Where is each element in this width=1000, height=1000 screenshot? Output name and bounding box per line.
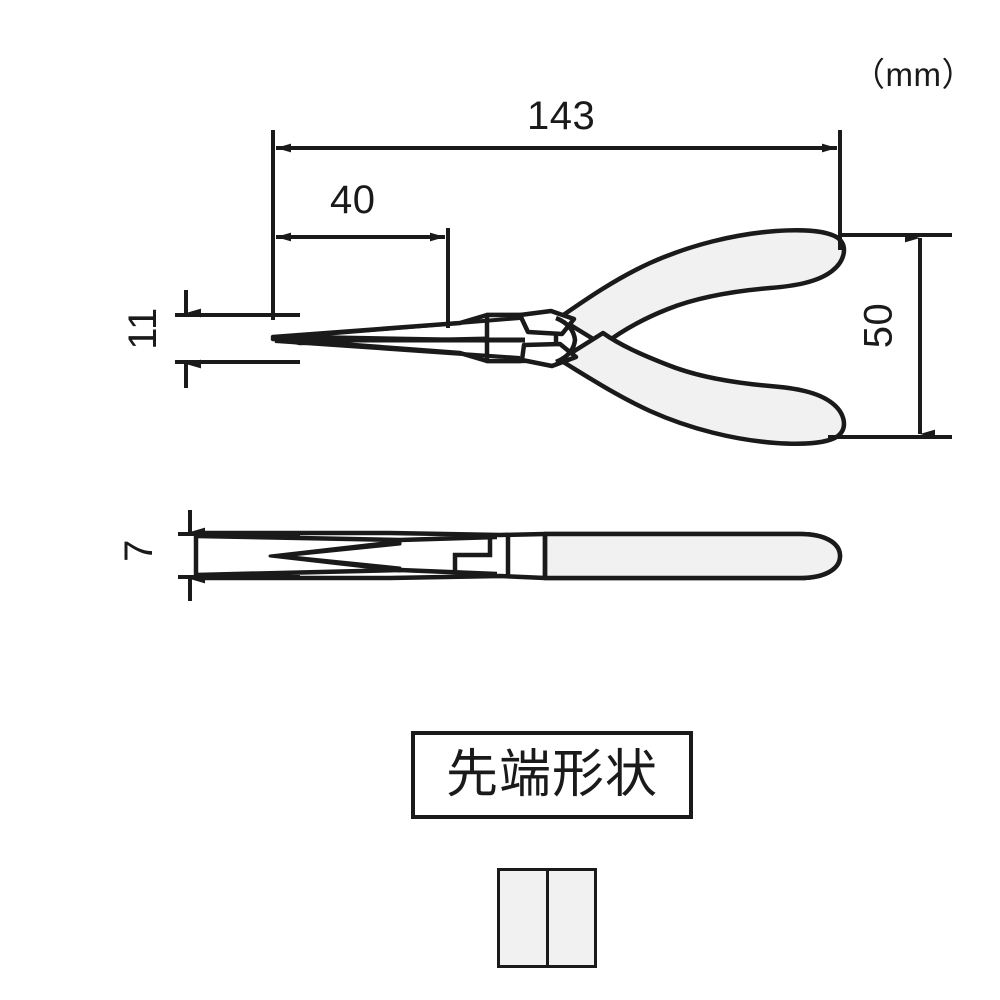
side-view <box>193 530 843 581</box>
dimension-50-value: 50 <box>856 302 901 349</box>
tip-swatch-right <box>545 868 597 968</box>
side-blade-upper <box>195 533 498 543</box>
dimension-40-value: 40 <box>330 178 376 222</box>
unit-label: （mm） <box>852 56 975 93</box>
lower-grip-handle <box>557 330 847 446</box>
dimension-11-value: 11 <box>120 307 165 350</box>
dimension-7-value: 7 <box>116 539 161 562</box>
upper-grip-handle <box>556 228 847 348</box>
dimension-50 <box>828 233 952 439</box>
tip-shape-label: 先端形状 <box>445 745 658 805</box>
dimension-40 <box>276 228 450 328</box>
tip-swatch-left <box>497 868 549 968</box>
tip-shape-box: 先端形状 <box>411 731 693 819</box>
front-view <box>270 228 847 446</box>
dimension-143-value: 143 <box>527 94 596 138</box>
dimension-11 <box>175 290 300 388</box>
side-blade-lower <box>195 567 498 578</box>
side-pivot-notch <box>452 538 493 574</box>
pivot-joint <box>555 315 578 365</box>
dimension-143 <box>271 130 842 320</box>
jaw-upper-edge <box>274 316 521 340</box>
tip-shape-swatches <box>497 868 597 968</box>
side-grip-handle <box>542 531 843 581</box>
dimension-7 <box>178 510 300 601</box>
jaw-lower-edge <box>274 339 521 360</box>
